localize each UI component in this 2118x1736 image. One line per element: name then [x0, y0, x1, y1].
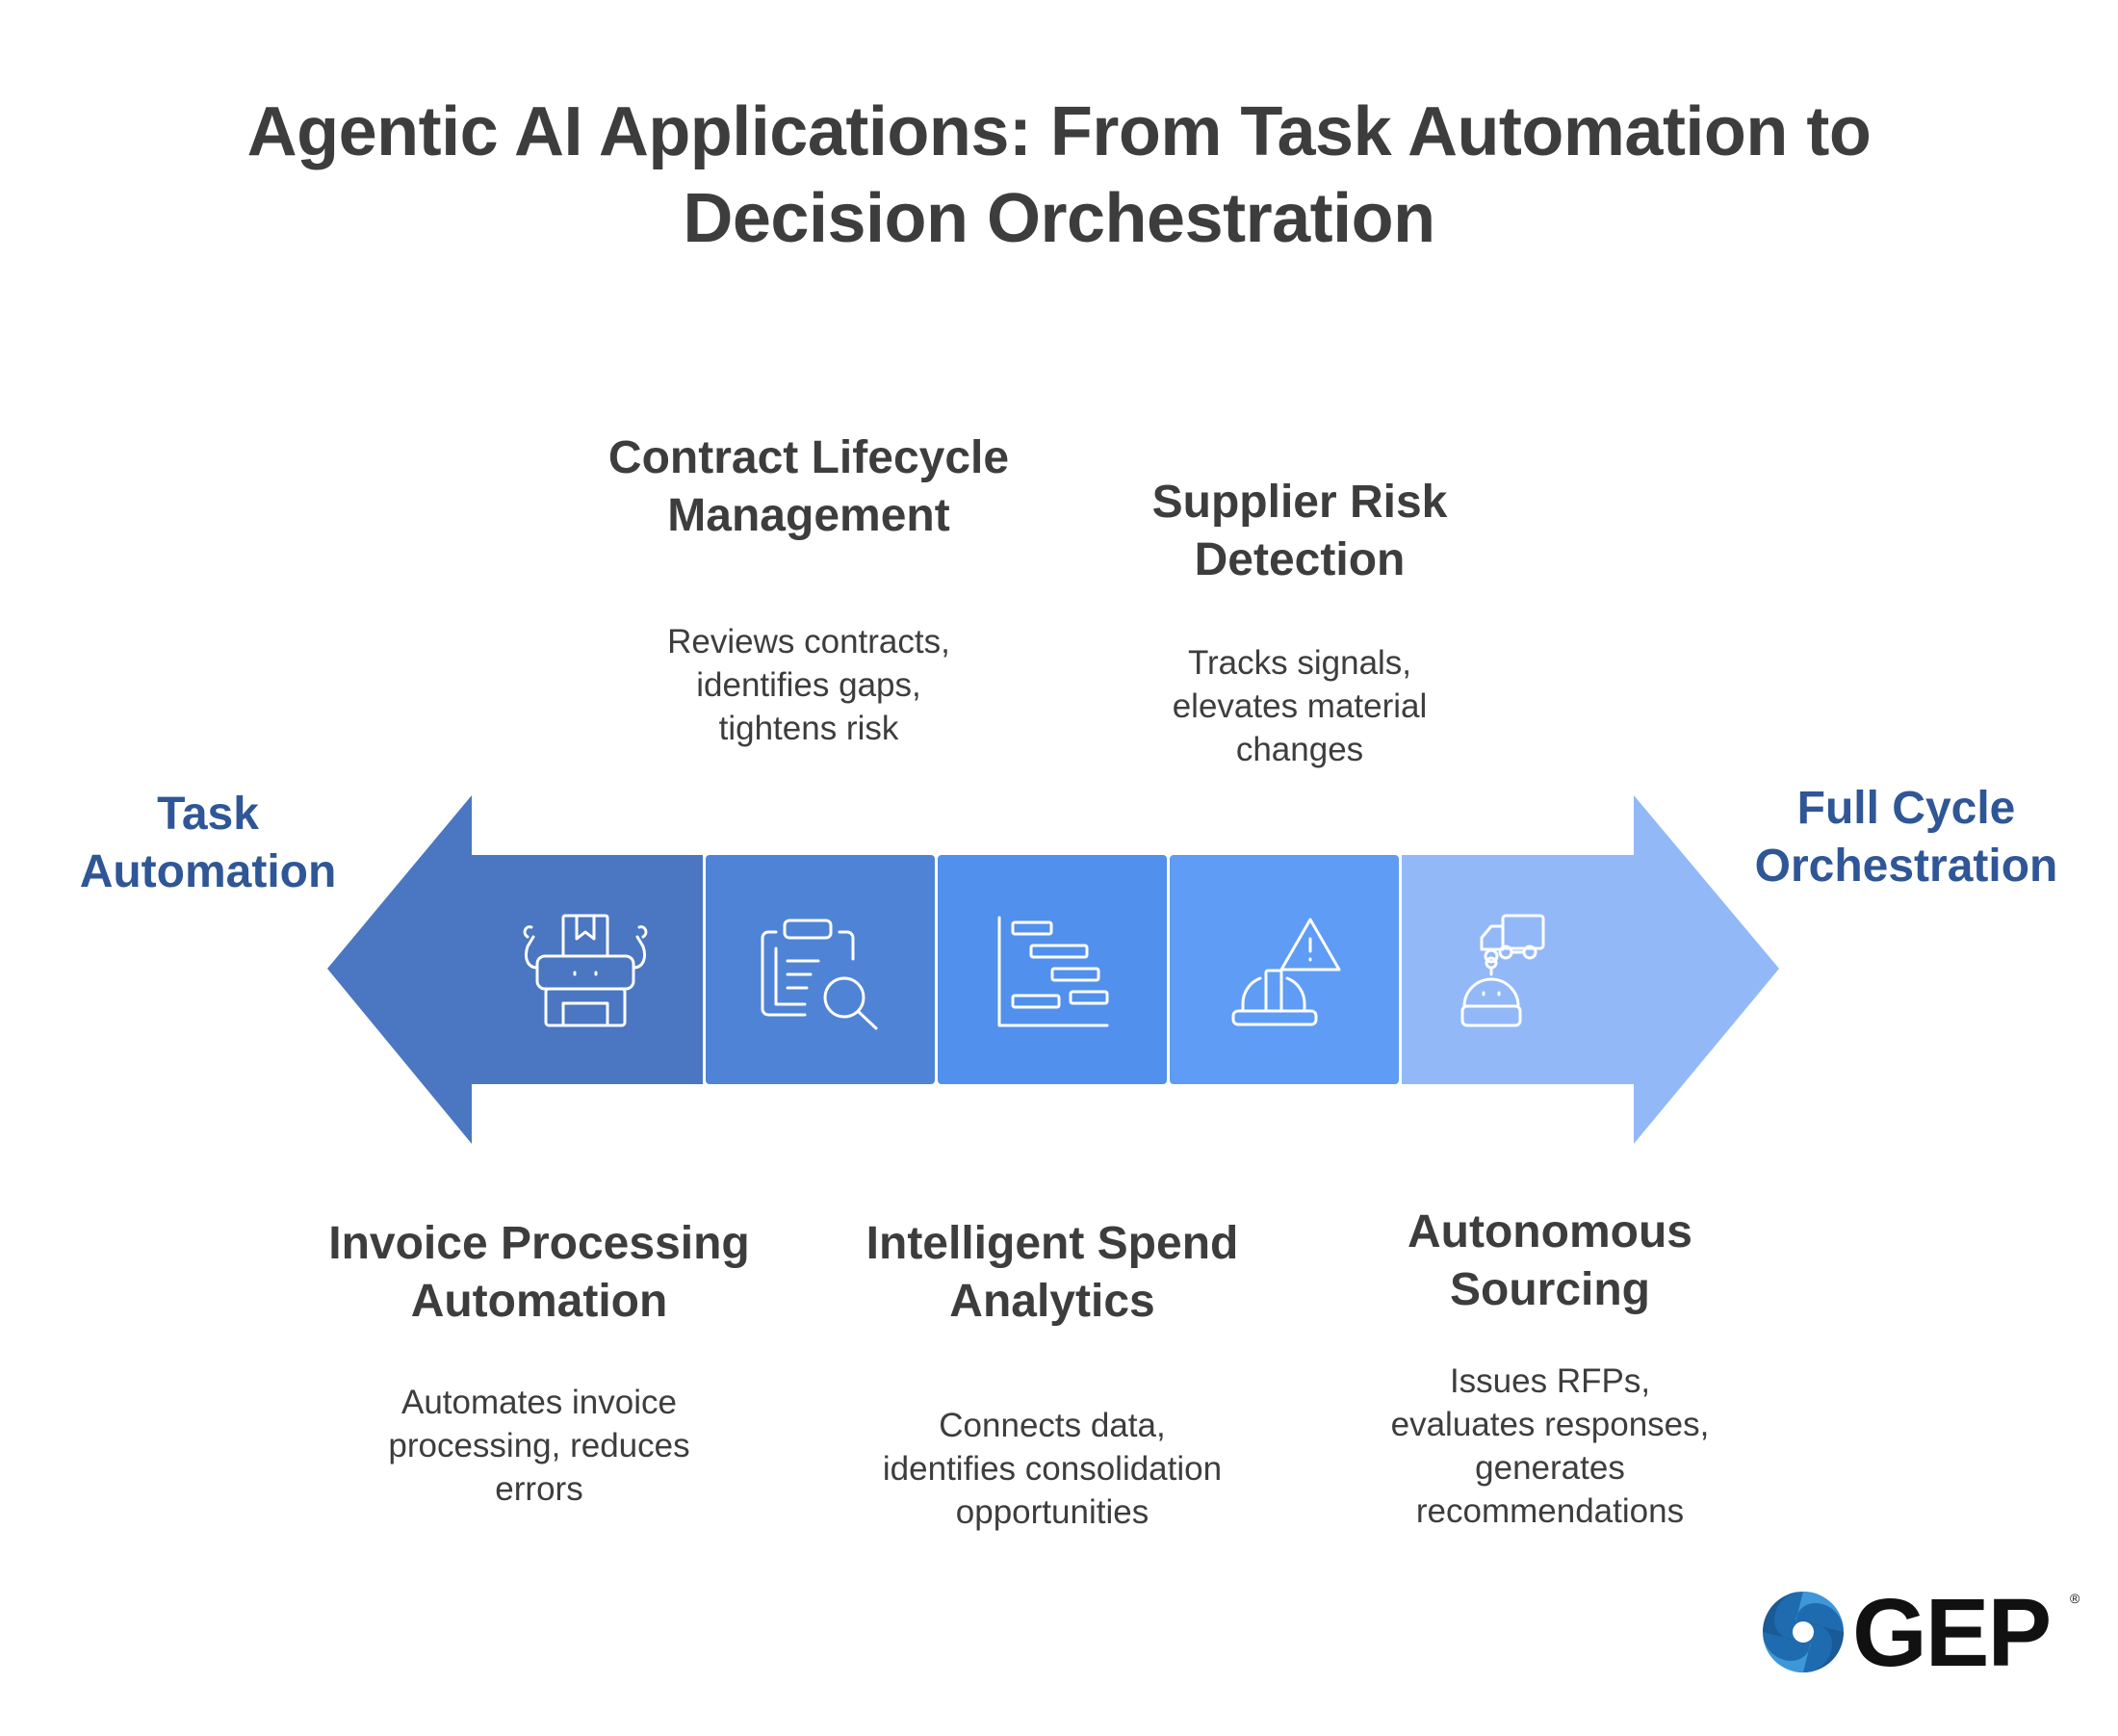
end-label-right: Full Cycle Orchestration	[1754, 783, 2058, 892]
gep-logo-text: GEP	[1852, 1579, 2052, 1687]
end-label-left: Task Automation	[79, 789, 337, 897]
stage-segment-invoice	[472, 855, 703, 1084]
gantt-chart-icon	[997, 916, 1109, 1027]
clipboard-search-icon	[761, 919, 878, 1030]
gep-logo: GEP ®	[1760, 1585, 2080, 1681]
left-arrow-head	[327, 795, 472, 1144]
stage-title-spend: Intelligent Spend Analytics	[865, 1218, 1239, 1327]
stage-desc-sourcing: Issues RFPs, evaluates responses, genera…	[1390, 1362, 1710, 1530]
stage-desc-contract: Reviews contracts, identifies gaps, tigh…	[667, 623, 950, 747]
stage-desc-invoice: Automates invoice processing, reduces er…	[388, 1384, 690, 1508]
stage-desc-spend: Connects data, identifies consolidation …	[882, 1407, 1223, 1531]
gep-swirl-icon	[1763, 1592, 1844, 1672]
robot-package-icon	[523, 914, 648, 1027]
stage-segment-sourcing	[1402, 855, 1634, 1084]
registered-mark: ®	[2070, 1591, 2080, 1606]
stage-title-sourcing: Autonomous Sourcing	[1408, 1206, 1692, 1315]
stage-title-invoice: Invoice Processing Automation	[328, 1218, 750, 1327]
stage-title-risk: Supplier Risk Detection	[1151, 477, 1448, 585]
robot-truck-icon	[1460, 914, 1545, 1027]
stage-segment-contract	[706, 855, 935, 1084]
stage-desc-risk: Tracks signals, elevates material change…	[1172, 644, 1428, 768]
page-title: Agentic AI Applications: From Task Autom…	[246, 93, 1872, 257]
hardhat-warning-icon	[1231, 918, 1341, 1026]
right-arrow-head	[1634, 795, 1779, 1144]
stage-title-contract: Contract Lifecycle Management	[607, 432, 1010, 541]
